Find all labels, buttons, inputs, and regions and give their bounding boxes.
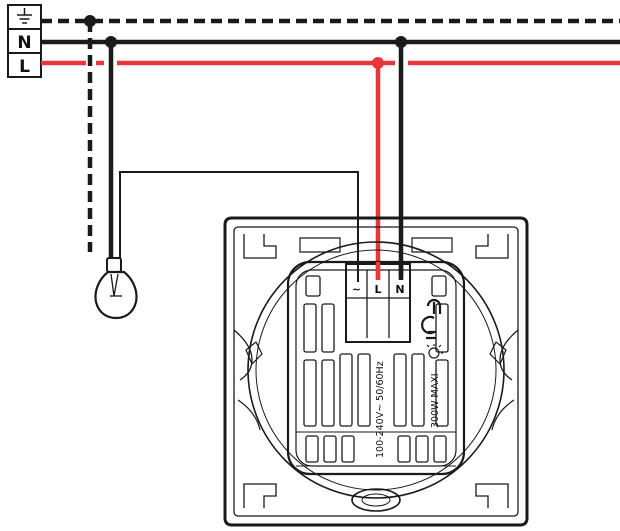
voltage-spec: 100-240V~ 50/60Hz	[375, 361, 386, 458]
terminal-neutral-label: N	[395, 283, 404, 296]
load-wire	[119, 171, 359, 278]
earth-icon	[17, 8, 32, 24]
line-label-box: N L	[7, 4, 42, 78]
lamp-neutral-junction	[105, 36, 117, 48]
lamp-icon	[94, 257, 138, 320]
lamp-symbol-icon	[426, 344, 443, 359]
switch-live-junction	[372, 57, 384, 69]
neutral-label: N	[17, 33, 31, 53]
power-spec: 300W MAXI	[430, 373, 441, 428]
ce-mark-icon	[421, 298, 442, 340]
earth-junction	[84, 15, 96, 27]
switch-neutral-junction	[395, 36, 407, 48]
terminal-load-label: ~	[352, 283, 361, 296]
live-label: L	[19, 57, 30, 77]
terminal-live-label: L	[374, 283, 381, 296]
